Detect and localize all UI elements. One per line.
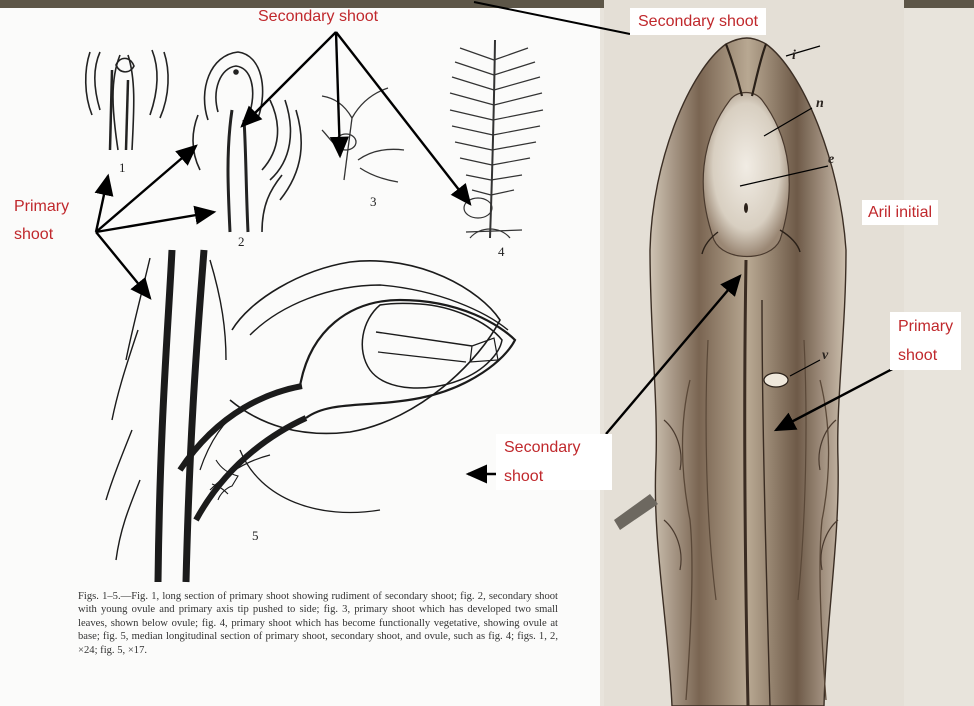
figure-5-drawing bbox=[106, 250, 515, 582]
label-primary-left-line2: shoot bbox=[14, 224, 69, 245]
figure-number-3: 3 bbox=[370, 194, 377, 210]
figure-2-drawing bbox=[193, 52, 301, 232]
figure-number-2: 2 bbox=[238, 234, 245, 250]
label-primary-right-line2: shoot bbox=[898, 345, 953, 366]
label-secondary-mid-line1: Secondary bbox=[504, 437, 604, 458]
label-primary-shoot-right: Primary shoot bbox=[890, 312, 961, 370]
label-primary-right-line1: Primary bbox=[898, 316, 953, 337]
label-secondary-shoot-top-left: Secondary shoot bbox=[258, 6, 378, 27]
label-secondary-mid-line2: shoot bbox=[504, 466, 604, 487]
label-secondary-shoot-middle: Secondary shoot bbox=[496, 434, 612, 490]
letter-i: i bbox=[792, 48, 796, 64]
micrograph-drawing bbox=[604, 0, 904, 706]
figure-1-drawing bbox=[86, 50, 168, 150]
letter-n: n bbox=[816, 96, 824, 112]
figure-number-4: 4 bbox=[498, 244, 505, 260]
label-aril-initial: Aril initial bbox=[862, 200, 938, 225]
figure-caption: Figs. 1–5.—Fig. 1, long section of prima… bbox=[78, 590, 558, 657]
letter-e: e bbox=[828, 152, 834, 168]
letter-v: v bbox=[822, 348, 828, 364]
label-primary-shoot-left: Primary shoot bbox=[14, 196, 69, 245]
label-primary-left-line1: Primary bbox=[14, 196, 69, 217]
figure-4-drawing bbox=[450, 40, 543, 238]
label-secondary-shoot-top-right: Secondary shoot bbox=[630, 8, 766, 35]
figure-number-5: 5 bbox=[252, 528, 259, 544]
figure-number-1: 1 bbox=[119, 160, 126, 176]
